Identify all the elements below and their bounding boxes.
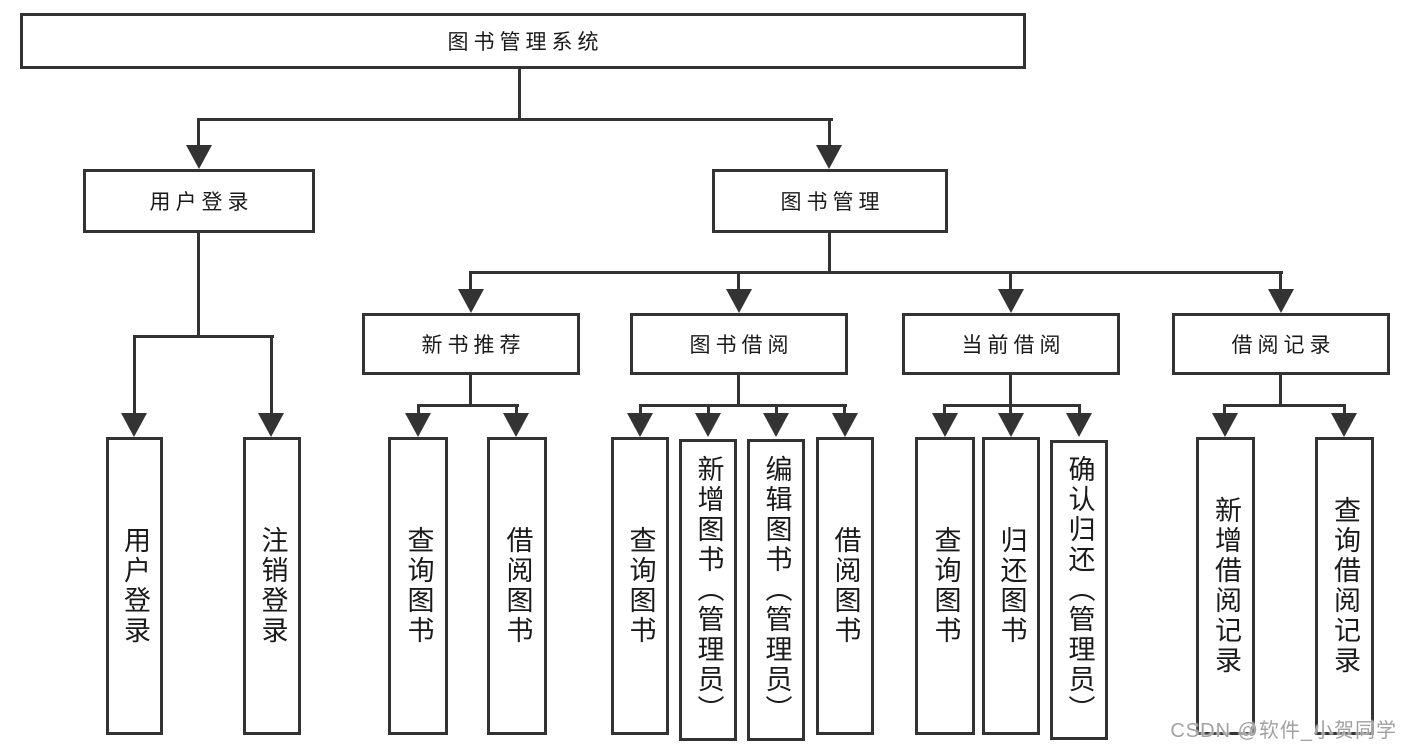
connector-line xyxy=(737,271,740,293)
connector-line xyxy=(1223,404,1226,416)
node-user-login: 用户登录 xyxy=(83,169,315,233)
node-root: 图书管理系统 xyxy=(20,13,1026,69)
connector-line xyxy=(1078,404,1081,416)
node-current-borrowing-label: 当前借阅 xyxy=(961,334,1066,357)
leaf-edit-books-admin: 编辑图书（管理员） xyxy=(747,439,805,741)
arrow-down-icon xyxy=(832,413,858,437)
connector-line xyxy=(469,271,1283,274)
connector-line xyxy=(828,118,831,148)
connector-line xyxy=(775,404,778,416)
leaf-add-books-admin-label: 新增图书（管理员） xyxy=(693,455,724,725)
arrow-down-icon xyxy=(763,413,789,437)
leaf-user-login-label: 用户登录 xyxy=(120,526,150,646)
leaf-query-books-recommend-label: 查询图书 xyxy=(403,526,434,646)
csdn-watermark: CSDN @软件_小贺同学 xyxy=(1170,720,1397,742)
node-book-management: 图书管理 xyxy=(712,169,948,233)
node-borrow-records: 借阅记录 xyxy=(1172,313,1390,375)
leaf-borrow-books-recommend-label: 借阅图书 xyxy=(502,526,533,646)
arrow-down-icon xyxy=(186,145,212,169)
node-book-borrowing: 图书借阅 xyxy=(630,313,848,375)
leaf-logout-label: 注销登录 xyxy=(257,526,288,646)
arrow-down-icon xyxy=(1268,289,1294,313)
arrow-down-icon xyxy=(932,413,958,437)
connector-line xyxy=(417,404,519,407)
leaf-query-books-borrow-label: 查询图书 xyxy=(625,526,656,646)
connector-line xyxy=(707,404,710,416)
connector-line xyxy=(843,404,846,416)
leaf-query-borrow-record: 查询借阅记录 xyxy=(1315,437,1374,735)
connector-line xyxy=(133,335,274,338)
leaf-query-borrow-record-label: 查询借阅记录 xyxy=(1330,496,1360,676)
leaf-add-borrow-record: 新增借阅记录 xyxy=(1196,437,1255,735)
arrow-down-icon xyxy=(405,413,431,437)
arrow-down-icon xyxy=(1212,413,1238,437)
node-current-borrowing: 当前借阅 xyxy=(902,313,1120,375)
arrow-down-icon xyxy=(816,145,842,169)
connector-line xyxy=(133,335,136,415)
arrow-down-icon xyxy=(998,289,1024,313)
arrow-down-icon xyxy=(458,289,484,313)
connector-line xyxy=(828,233,831,273)
node-user-login-label: 用户登录 xyxy=(149,191,254,214)
leaf-query-books-borrow: 查询图书 xyxy=(611,437,669,735)
node-book-borrowing-label: 图书借阅 xyxy=(689,334,794,357)
leaf-add-borrow-record-label: 新增借阅记录 xyxy=(1211,496,1241,676)
leaf-query-books-current: 查询图书 xyxy=(915,437,975,735)
leaf-query-books-recommend: 查询图书 xyxy=(388,437,448,735)
connector-line xyxy=(417,404,420,416)
node-book-management-label: 图书管理 xyxy=(780,191,885,214)
connector-line xyxy=(469,375,472,407)
leaf-user-login: 用户登录 xyxy=(106,437,163,735)
node-root-label: 图书管理系统 xyxy=(447,31,604,54)
leaf-return-books: 归还图书 xyxy=(982,437,1040,735)
leaf-query-books-current-label: 查询图书 xyxy=(930,526,961,646)
node-borrow-records-label: 借阅记录 xyxy=(1231,334,1336,357)
leaf-borrow-books-recommend: 借阅图书 xyxy=(487,437,547,735)
connector-line xyxy=(1009,375,1012,407)
connector-line xyxy=(639,404,642,416)
connector-line xyxy=(1009,404,1012,416)
connector-line xyxy=(1223,404,1346,407)
arrow-down-icon xyxy=(998,413,1024,437)
leaf-confirm-return-admin-label: 确认归还（管理员） xyxy=(1064,455,1095,725)
connector-line xyxy=(1279,271,1282,293)
node-new-book-recommend-label: 新书推荐 xyxy=(421,334,526,357)
leaf-borrow-books: 借阅图书 xyxy=(816,437,874,735)
connector-line xyxy=(943,404,1081,407)
arrow-down-icon xyxy=(627,413,653,437)
connector-line xyxy=(1343,404,1346,416)
connector-line xyxy=(1279,375,1282,407)
connector-line xyxy=(518,68,521,121)
arrow-down-icon xyxy=(121,413,147,437)
leaf-add-books-admin: 新增图书（管理员） xyxy=(679,439,737,741)
arrow-down-icon xyxy=(1331,413,1357,437)
leaf-logout: 注销登录 xyxy=(243,437,301,735)
node-new-book-recommend: 新书推荐 xyxy=(362,313,580,375)
arrow-down-icon xyxy=(258,413,284,437)
connector-line xyxy=(197,233,200,337)
leaf-confirm-return-admin: 确认归还（管理员） xyxy=(1050,440,1108,740)
connector-line xyxy=(197,118,200,148)
arrow-down-icon xyxy=(695,413,721,437)
connector-line xyxy=(270,335,273,415)
connector-line xyxy=(197,118,833,121)
connector-line xyxy=(943,404,946,416)
arrow-down-icon xyxy=(1066,413,1092,437)
connector-line xyxy=(469,271,472,293)
leaf-return-books-label: 归还图书 xyxy=(996,526,1027,646)
connector-line xyxy=(515,404,518,416)
leaf-edit-books-admin-label: 编辑图书（管理员） xyxy=(761,455,792,725)
arrow-down-icon xyxy=(503,413,529,437)
leaf-borrow-books-label: 借阅图书 xyxy=(830,526,861,646)
arrow-down-icon xyxy=(726,289,752,313)
connector-line xyxy=(737,375,740,407)
connector-line xyxy=(1009,271,1012,293)
connector-line xyxy=(639,404,847,407)
